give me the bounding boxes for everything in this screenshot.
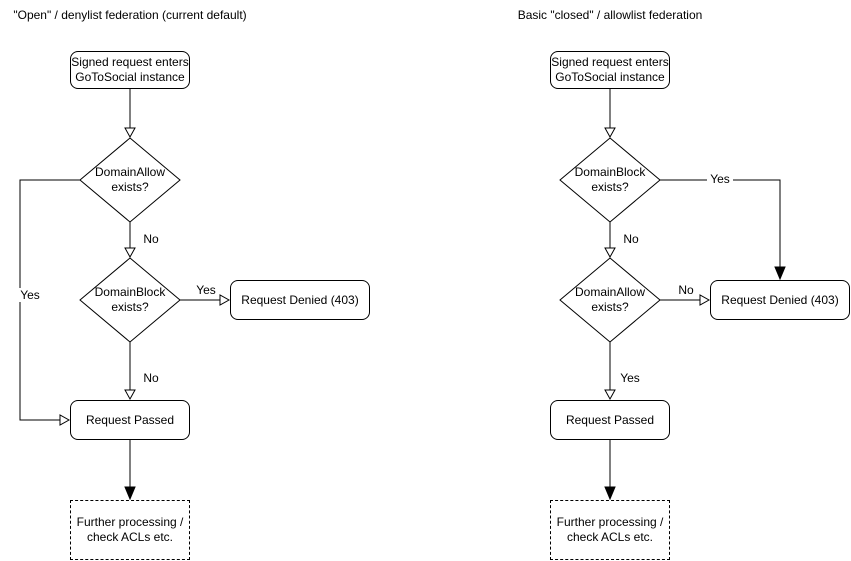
arrowhead-open-left-yes2 [219,294,231,306]
right-chart-title: Basic "closed" / allowlist federation [517,8,703,22]
right-decision2-no-label: No [678,283,694,297]
arrowhead-filled-left-further [124,486,136,501]
right-further-node: Further processing / check ACLs etc. [550,500,670,560]
right-denied-node: Request Denied (403) [710,280,850,320]
left-decision1-yes-label: Yes [17,288,43,302]
edge-right-decision1-yes-to-denied [660,179,781,267]
right-decision1-diamond [559,137,661,223]
left-denied-node: Request Denied (403) [230,280,370,320]
right-decision1-no-label: No [623,232,639,246]
left-chart-title: "Open" / denylist federation (current de… [13,8,247,22]
arrowhead-open-right-start [604,127,616,139]
left-decision2-yes-label: Yes [196,283,216,297]
arrowhead-filled-right-yes [774,266,786,281]
arrowhead-open-left-no2 [124,389,136,401]
left-decision2-diamond [79,257,181,343]
arrowhead-open-right-yes2 [604,389,616,401]
left-passed-node: Request Passed [70,400,190,440]
arrowhead-open-right-no2 [699,294,711,306]
arrowhead-filled-right-further [604,486,616,501]
right-decision2-yes-label: Yes [620,371,640,385]
arrowhead-open-left-start [124,127,136,139]
right-decision1-yes-label: Yes [707,172,733,186]
left-start-node: Signed request enters GoToSocial instanc… [70,51,190,89]
arrowhead-open-left-no1 [124,247,136,259]
left-decision1-diamond [79,137,181,223]
right-start-node: Signed request enters GoToSocial instanc… [550,51,670,89]
left-decision2-no-label: No [143,371,159,385]
right-passed-node: Request Passed [550,400,670,440]
left-decision1-no-label: No [143,232,159,246]
left-further-node: Further processing / check ACLs etc. [70,500,190,560]
arrowhead-open-right-no1 [604,247,616,259]
arrowhead-open-left-yes [59,414,71,426]
right-decision2-diamond [559,257,661,343]
